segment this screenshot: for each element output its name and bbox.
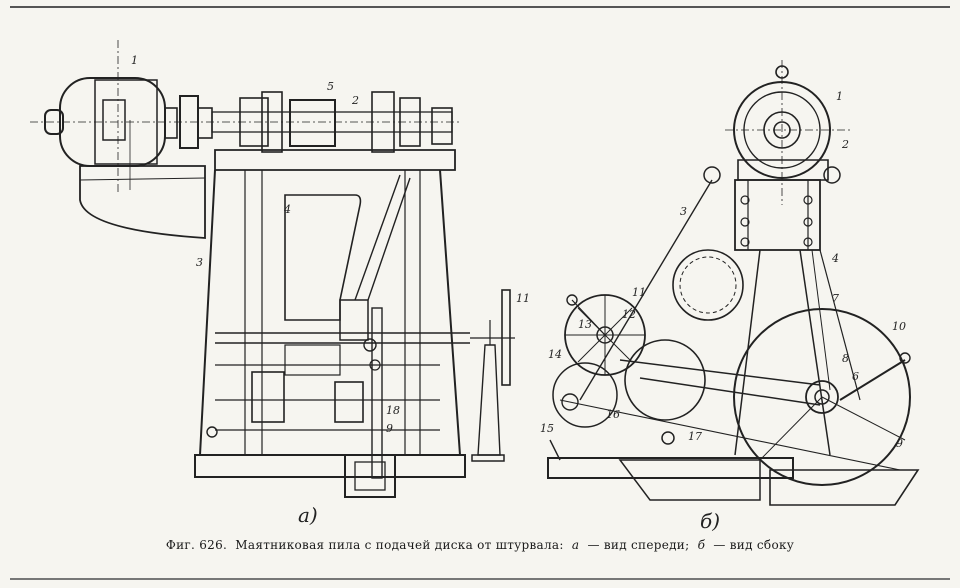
side-callout-4: 4 xyxy=(831,252,839,265)
front-callout-18: 18 xyxy=(386,404,400,417)
side-callout-12: 12 xyxy=(622,308,636,321)
side-callout-13: 13 xyxy=(578,318,592,331)
side-motor xyxy=(725,60,850,205)
side-callout-6: 6 xyxy=(852,370,859,383)
caption-a-letter: а xyxy=(571,538,580,552)
side-callout-16: 16 xyxy=(606,408,620,421)
side-callout-17: 17 xyxy=(688,430,702,443)
side-callout-9: 9 xyxy=(896,437,903,450)
side-pulleys xyxy=(552,249,744,445)
front-feed-mechanism xyxy=(206,299,470,498)
front-callout-2: 2 xyxy=(351,94,359,107)
front-view-label: а) xyxy=(298,503,318,527)
caption-b-text: — вид сбоку xyxy=(713,538,795,552)
side-view: 1 2 3 4 7 11 12 13 14 15 16 17 6 8 10 9 … xyxy=(540,60,920,533)
side-saw-blade xyxy=(733,308,911,486)
front-view: 1 5 2 4 3 11 18 9 а) xyxy=(30,40,530,527)
front-shaft xyxy=(211,91,453,153)
side-callout-8: 8 xyxy=(842,352,849,365)
front-callout-9: 9 xyxy=(386,422,393,435)
side-callout-1: 1 xyxy=(836,90,843,103)
side-callout-11: 11 xyxy=(632,286,646,299)
side-callout-7: 7 xyxy=(832,292,839,305)
side-callout-10: 10 xyxy=(892,320,906,333)
side-callout-15: 15 xyxy=(540,422,554,435)
caption-fig-number: Фиг. 626. xyxy=(165,538,228,552)
side-callout-3: 3 xyxy=(680,205,687,218)
front-callout-11: 11 xyxy=(516,292,530,305)
caption-text: Маятниковая пила с подачей диска от штур… xyxy=(235,538,564,552)
front-handwheel xyxy=(470,289,515,462)
caption-a-text: — вид спереди; xyxy=(587,538,690,552)
side-view-label: б) xyxy=(700,509,720,533)
side-column xyxy=(703,166,841,456)
caption-b-letter: б xyxy=(697,538,706,552)
front-coupling xyxy=(164,95,213,149)
front-callout-1: 1 xyxy=(131,54,138,67)
side-callout-2: 2 xyxy=(841,138,849,151)
figure-caption: Фиг. 626. Маятниковая пила с подачей дис… xyxy=(0,538,960,552)
front-callout-3: 3 xyxy=(196,256,203,269)
side-table xyxy=(547,439,920,506)
side-callout-14: 14 xyxy=(548,348,562,361)
front-callout-4: 4 xyxy=(283,203,291,216)
frame-top-rule xyxy=(10,6,950,8)
front-frame xyxy=(129,120,466,478)
frame-bottom-rule xyxy=(10,578,950,580)
front-callout-5: 5 xyxy=(327,80,334,93)
